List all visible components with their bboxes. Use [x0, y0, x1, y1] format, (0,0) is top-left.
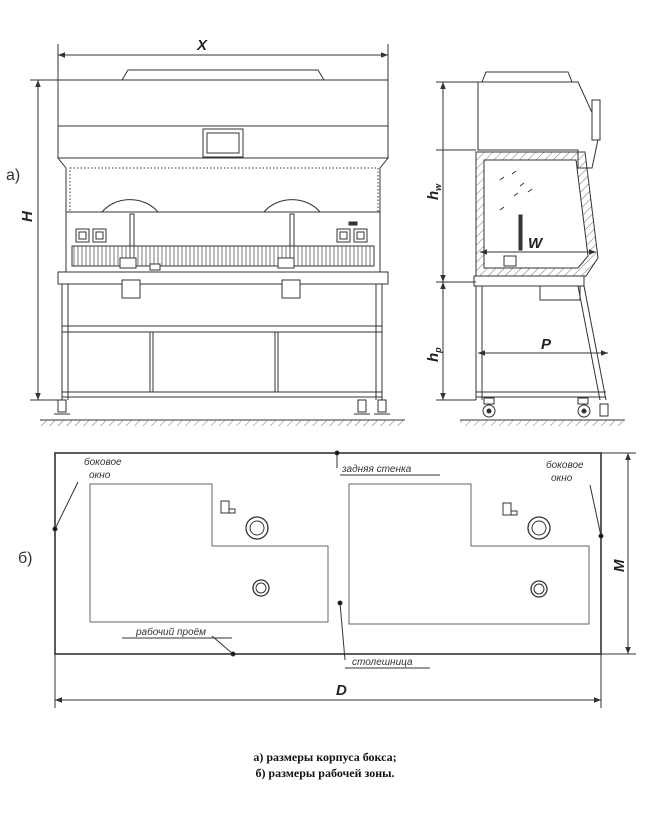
leaders [52, 450, 604, 661]
note-side-window-right-1: боковое [546, 459, 584, 471]
dim-h [30, 79, 58, 401]
dim-d [54, 654, 602, 708]
note-side-window-left-2: окно [89, 470, 111, 481]
dim-m [601, 452, 636, 655]
note-side-window-left-1: боковое [84, 456, 122, 468]
dim-d-label: D [336, 682, 347, 699]
dim-w-label: W [528, 235, 544, 252]
dim-m-label: M [611, 559, 628, 572]
side-view [473, 71, 609, 418]
note-side-window-right-2: окно [551, 473, 573, 484]
figure-b-label: б) [18, 550, 33, 567]
front-view [54, 69, 390, 415]
note-tabletop: столешница [352, 657, 413, 668]
dim-h-label: H [19, 210, 36, 222]
work-zone-plan [54, 452, 602, 655]
caption-line-2: б) размеры рабочей зоны. [255, 766, 395, 780]
caption-line-1: а) размеры корпуса бокса; [253, 750, 397, 764]
dim-p-label: P [541, 336, 552, 353]
dim-x [57, 44, 389, 80]
dim-hp-label: hp [425, 347, 443, 362]
note-back-wall: задняя стенка [341, 464, 412, 475]
note-work-opening: рабочий проём [135, 626, 206, 638]
floor [40, 419, 625, 426]
figure-a-label: а) [6, 167, 20, 184]
dim-x-label: X [196, 37, 208, 54]
dim-hw-label: hw [425, 183, 443, 200]
dim-hw [436, 81, 478, 401]
